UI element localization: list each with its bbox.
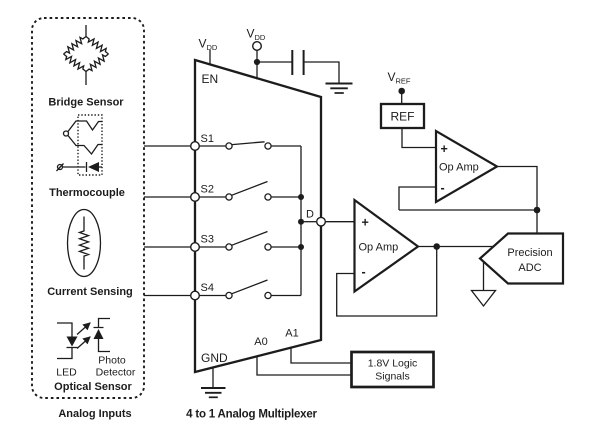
opamp-top-plus: + <box>441 142 448 156</box>
light-arrow-icon <box>76 336 91 349</box>
mux-input-label-s2: S2 <box>201 184 214 196</box>
thermocouple-label: Thermocouple <box>49 187 125 199</box>
adc-label-2: ADC <box>518 262 541 274</box>
mux-terminal-d <box>316 216 327 227</box>
mux-enable-label: EN <box>202 72 219 86</box>
opamp-top-body <box>434 129 500 204</box>
ref-block <box>379 102 426 130</box>
mux-terminal-s3 <box>189 241 200 252</box>
opamp-bottom-minus: - <box>362 265 366 279</box>
ref-label: REF <box>391 110 415 124</box>
mux-output-label: D <box>306 209 314 221</box>
adc-ground-icon <box>470 261 497 308</box>
led-icon <box>57 322 78 360</box>
analog-inputs-caption: Analog Inputs <box>58 408 131 420</box>
switch-arm-s4 <box>231 279 268 295</box>
bridge-sensor-icon <box>63 25 109 85</box>
mux-body <box>193 58 323 374</box>
opamp-bottom-label: Op Amp <box>359 242 399 254</box>
adc-body <box>478 232 565 285</box>
logic-label-2: Signals <box>375 371 409 383</box>
photo-detector-label-2: Detector <box>96 367 136 379</box>
decoupling-capacitor-icon <box>291 50 305 75</box>
thermocouple-icon <box>56 114 103 176</box>
opamp-top: + Op Amp - <box>398 129 541 233</box>
optical-sensor-label: Optical Sensor <box>54 381 132 393</box>
vdd-label-left: VDD <box>199 37 218 53</box>
addr1-wire <box>290 347 352 364</box>
switch-arm-s3 <box>231 230 268 246</box>
capacitor-ground-icon <box>325 82 353 94</box>
mux-input-label-s3: S3 <box>201 234 214 246</box>
mux-input-label-s1: S1 <box>201 133 214 145</box>
logic-signals-box <box>350 350 435 389</box>
photo-detector-icon <box>93 317 110 353</box>
power-section: VDD VDD <box>199 27 353 399</box>
photo-detector-label-1: Photo <box>98 355 126 367</box>
adc-label-1: Precision <box>507 247 552 259</box>
opamp-top-label: Op Amp <box>439 162 479 174</box>
logic-section: 1.8V Logic Signals <box>256 347 435 389</box>
mux-input-label-s4: S4 <box>201 282 214 294</box>
analog-inputs-border <box>31 17 145 399</box>
mux-terminal-s1 <box>189 140 200 151</box>
opamp-bottom-plus: + <box>362 216 369 230</box>
opamp-bottom: + Op Amp - <box>325 197 495 317</box>
opamp-bottom-body <box>353 197 420 294</box>
vref-label: VREF <box>388 70 411 86</box>
switch-arm-s1 <box>231 141 265 146</box>
mux-ground-icon <box>201 367 226 399</box>
mux-addr1-label: A1 <box>285 328 298 340</box>
sensor-wires <box>144 145 191 297</box>
switch-arm-s2 <box>231 180 268 196</box>
ref-section: VREF REF <box>379 70 436 149</box>
mux-caption: 4 to 1 Analog Multiplexer <box>186 409 317 421</box>
mux-terminal-s4 <box>189 290 200 301</box>
current-sensing-icon <box>66 208 102 278</box>
logic-label-1: 1.8V Logic <box>368 358 418 370</box>
mux-switches <box>199 141 317 300</box>
mux-addr0-label: A0 <box>254 336 267 348</box>
multiplexer: EN S1 S2 S3 S4 D GND A0 A1 4 to 1 Analog… <box>186 58 327 421</box>
light-arrow-icon <box>76 322 91 335</box>
vdd-label-top: VDD <box>247 27 266 43</box>
analog-inputs-panel: Bridge Sensor Thermocouple Current Sensi… <box>31 17 145 420</box>
bridge-sensor-label: Bridge Sensor <box>48 97 124 109</box>
mux-terminal-s2 <box>189 191 200 202</box>
opamp-top-minus: - <box>441 181 445 195</box>
optical-sensor-icon <box>57 317 110 360</box>
addr0-wire <box>256 356 352 376</box>
vdd-pin <box>251 41 262 52</box>
current-sensing-label: Current Sensing <box>47 286 133 298</box>
mux-ground-label: GND <box>201 351 228 365</box>
adc-section: Precision ADC <box>470 232 565 308</box>
led-label: LED <box>56 367 77 379</box>
